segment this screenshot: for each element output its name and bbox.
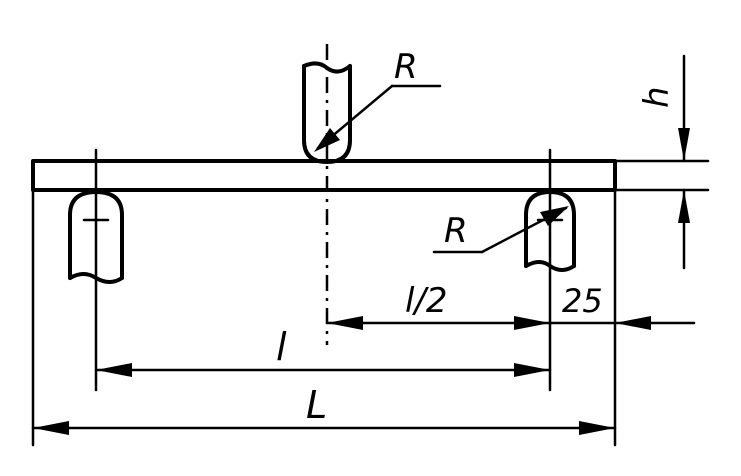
radius-leader-right — [432, 206, 569, 254]
radius-leader-top — [314, 84, 442, 152]
label-radius-top: R — [394, 47, 418, 87]
specimen-bar — [31, 159, 617, 192]
label-span: l — [276, 325, 287, 369]
label-thickness: h — [637, 86, 677, 108]
length-dimension — [31, 421, 617, 435]
label-length: L — [306, 383, 327, 427]
half-span-dimension — [325, 316, 552, 330]
label-radius-right: R — [444, 211, 468, 251]
thickness-dimension — [678, 54, 690, 270]
overhang-dimension — [548, 316, 696, 330]
label-half-span: l/2 — [405, 281, 448, 321]
centerlines — [82, 44, 564, 392]
span-dimension — [94, 363, 552, 377]
label-overhang: 25 — [562, 282, 603, 320]
extension-lines — [31, 159, 710, 447]
